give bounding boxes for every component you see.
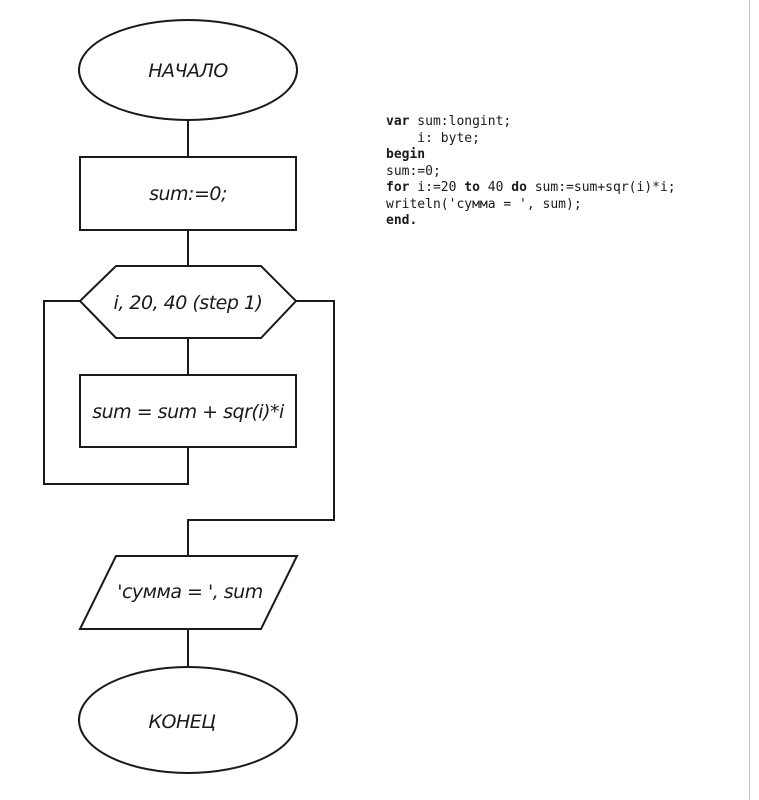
end-label: КОНЕЦ: [149, 711, 217, 733]
page-edge-line: [749, 0, 750, 800]
output-parallelogram: [78, 555, 299, 630]
loop-label: i, 20, 40 (step 1): [114, 292, 263, 314]
code-line-2: i: byte;: [386, 130, 480, 146]
loop-back-arrow: [43, 300, 189, 485]
body-process-box: [79, 374, 297, 448]
code-keyword-for: for: [386, 180, 410, 195]
code-keyword-var: var: [386, 114, 410, 129]
code-keyword-to: to: [464, 180, 480, 195]
init-label: sum:=0;: [149, 183, 227, 205]
code-line-1: sum:longint;: [409, 114, 512, 129]
code-keyword-begin: begin: [386, 147, 426, 162]
start-label: НАЧАЛО: [148, 60, 228, 82]
code-line-4: sum:=0;: [386, 163, 441, 179]
start-terminator: [78, 19, 298, 121]
code-keyword-do: do: [511, 180, 527, 195]
output-label: 'сумма = ', sum: [117, 581, 262, 603]
loop-exit-line: [187, 300, 335, 556]
pascal-code-listing: var sum:longint; i: byte; begin sum:=0; …: [386, 114, 676, 230]
code-line-5-part2: 40: [479, 180, 512, 195]
init-process-box: [79, 156, 297, 231]
code-keyword-end: end.: [386, 213, 418, 228]
loop-hexagon: [78, 265, 298, 339]
end-terminator: [78, 666, 298, 774]
code-line-6: writeln('сумма = ', sum);: [386, 196, 582, 212]
body-label: sum = sum + sqr(i)*i: [92, 401, 285, 423]
code-line-5-part3: sum:=sum+sqr(i)*i;: [526, 180, 676, 195]
code-line-5-part1: i:=20: [409, 180, 465, 195]
